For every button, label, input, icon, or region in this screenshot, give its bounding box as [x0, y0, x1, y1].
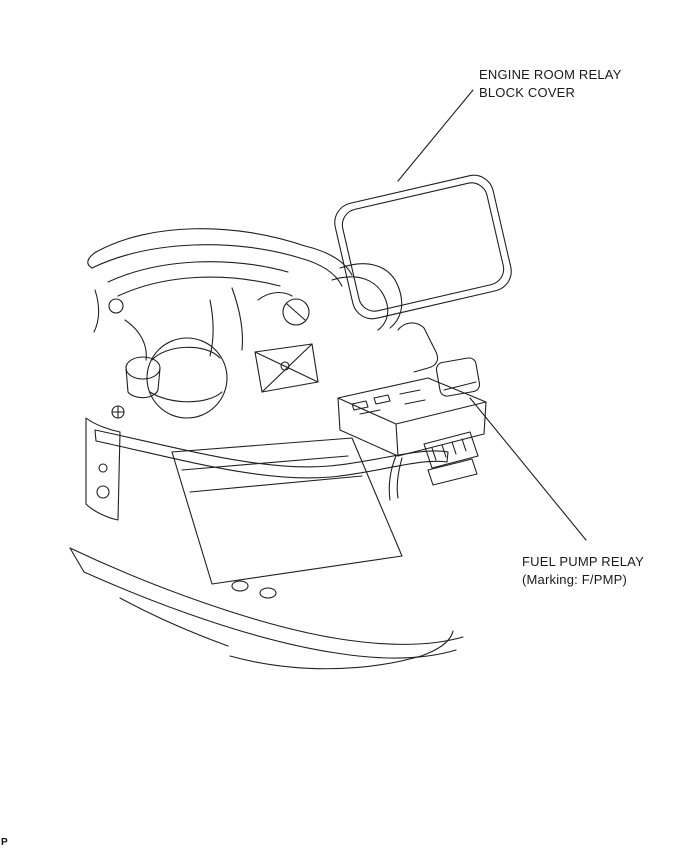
center-line: [231, 287, 244, 351]
screw-slot: [286, 303, 306, 321]
left-hose: [124, 319, 147, 361]
fuse-1: [351, 400, 369, 411]
line-art-group: [69, 89, 587, 670]
bumper-arc: [229, 630, 454, 670]
inner-fender: [85, 417, 121, 521]
air-cleaner: [146, 337, 228, 419]
relay-label-line1: FUEL PUMP RELAY: [522, 554, 644, 569]
connector-teeth: [431, 438, 467, 461]
engine-top-contour-4: [117, 276, 281, 297]
engine-hose-right-2: [299, 257, 343, 287]
fender-bolt-hole: [231, 580, 249, 592]
connector-lower: [427, 458, 478, 486]
left-bolt: [108, 298, 124, 314]
relay-label-line2: (Marking: F/PMP): [522, 572, 628, 587]
engine-room-relay-block-cover-label: ENGINE ROOM RELAY BLOCK COVER: [479, 66, 622, 102]
page-corner-mark: P: [1, 837, 8, 848]
brace-bar-bottom: [95, 440, 448, 479]
cover-label-line2: BLOCK COVER: [479, 85, 576, 100]
relay-block-front: [337, 397, 399, 457]
lower-left-curve: [119, 597, 229, 647]
leader-line-cover: [397, 89, 474, 182]
bracket-bolt: [280, 361, 290, 371]
bolt-cross: [111, 405, 125, 419]
leader-line-relay: [469, 397, 587, 541]
battery-tray: [171, 437, 403, 585]
pipe-below-cover: [397, 322, 439, 373]
fuel-pump-relay-label: FUEL PUMP RELAY (Marking: F/PMP): [522, 553, 644, 589]
air-cleaner-inner: [151, 346, 221, 361]
fuse-rows: [359, 389, 426, 415]
fuel-pump-relay: [435, 357, 481, 397]
engine-hose-right: [304, 245, 353, 276]
fender-bolt-hole-2: [259, 587, 277, 599]
fuse-2: [373, 394, 391, 405]
canister-top: [125, 356, 161, 380]
fender-hole: [96, 485, 110, 499]
engine-top-contour: [95, 228, 306, 253]
engine-top-contour-2: [91, 244, 301, 269]
mount-bracket-brace: [254, 343, 319, 393]
hose-to-block-2: [331, 276, 389, 331]
brace-bar-top: [94, 429, 449, 468]
engine-left-cap: [87, 251, 97, 269]
fender-hole-2: [98, 463, 108, 473]
left-edge-line: [93, 289, 100, 333]
fender-edge-bottom: [83, 571, 457, 659]
relay-block-cover: [334, 174, 512, 320]
connector-block: [423, 431, 479, 469]
cover-label-line1: ENGINE ROOM RELAY: [479, 67, 622, 82]
wires: [388, 455, 403, 501]
hose-to-block: [339, 263, 403, 329]
canister-body: [125, 367, 161, 399]
relay-block-side: [397, 401, 487, 457]
battery-lines: [181, 455, 363, 493]
relay-block-cover-lip: [341, 182, 505, 312]
fuel-pump-relay-lip: [443, 381, 477, 391]
fender-edge-end: [69, 547, 85, 573]
fender-edge-top: [69, 547, 464, 645]
brace-bar-ends: [94, 429, 449, 463]
engine-top-contour-3: [107, 261, 289, 283]
air-cleaner-inner-2: [149, 391, 223, 403]
bracket-curve: [257, 291, 293, 301]
screw-head: [282, 298, 310, 326]
